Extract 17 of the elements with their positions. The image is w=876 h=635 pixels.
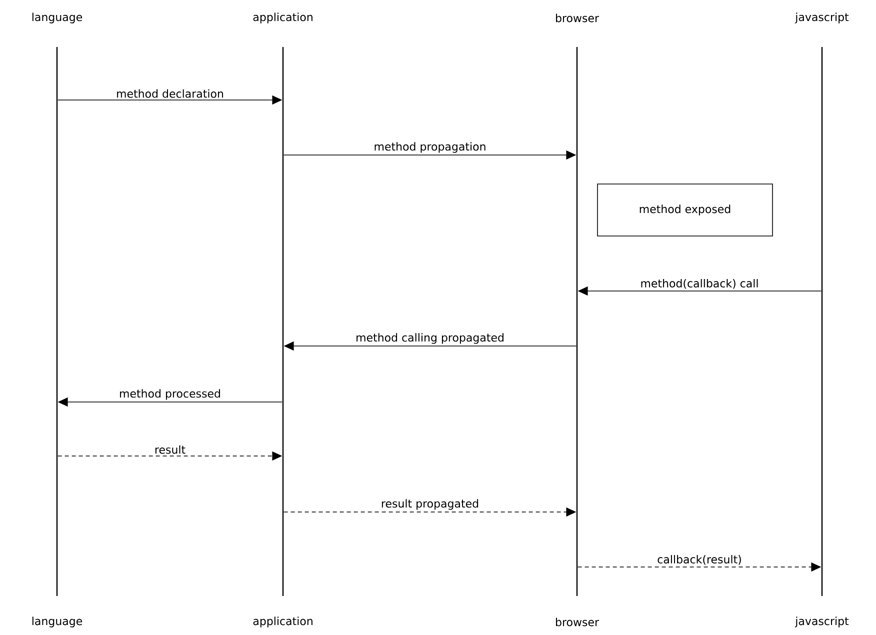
edge-label: method declaration bbox=[115, 88, 225, 99]
participant-label: browser bbox=[556, 618, 600, 626]
participant-label: language bbox=[32, 616, 82, 628]
edge-label: method(callback) call bbox=[639, 278, 760, 290]
participant-label: application bbox=[253, 616, 312, 628]
edge-label: result propagated bbox=[380, 498, 480, 511]
participant-label: browser bbox=[556, 14, 600, 22]
edge-label: result bbox=[153, 444, 187, 455]
participant-label: javascript bbox=[794, 616, 849, 628]
note-box: method exposed bbox=[597, 184, 773, 236]
edge-label: method propagation bbox=[372, 141, 488, 154]
edge-label: method calling propagated bbox=[354, 332, 506, 345]
edge-label: callback(result) bbox=[656, 554, 743, 566]
edge-label: method processed bbox=[118, 388, 222, 401]
participant-label: application bbox=[253, 12, 312, 24]
participant-label: language bbox=[32, 12, 82, 24]
participant-label: javascript bbox=[794, 12, 849, 24]
